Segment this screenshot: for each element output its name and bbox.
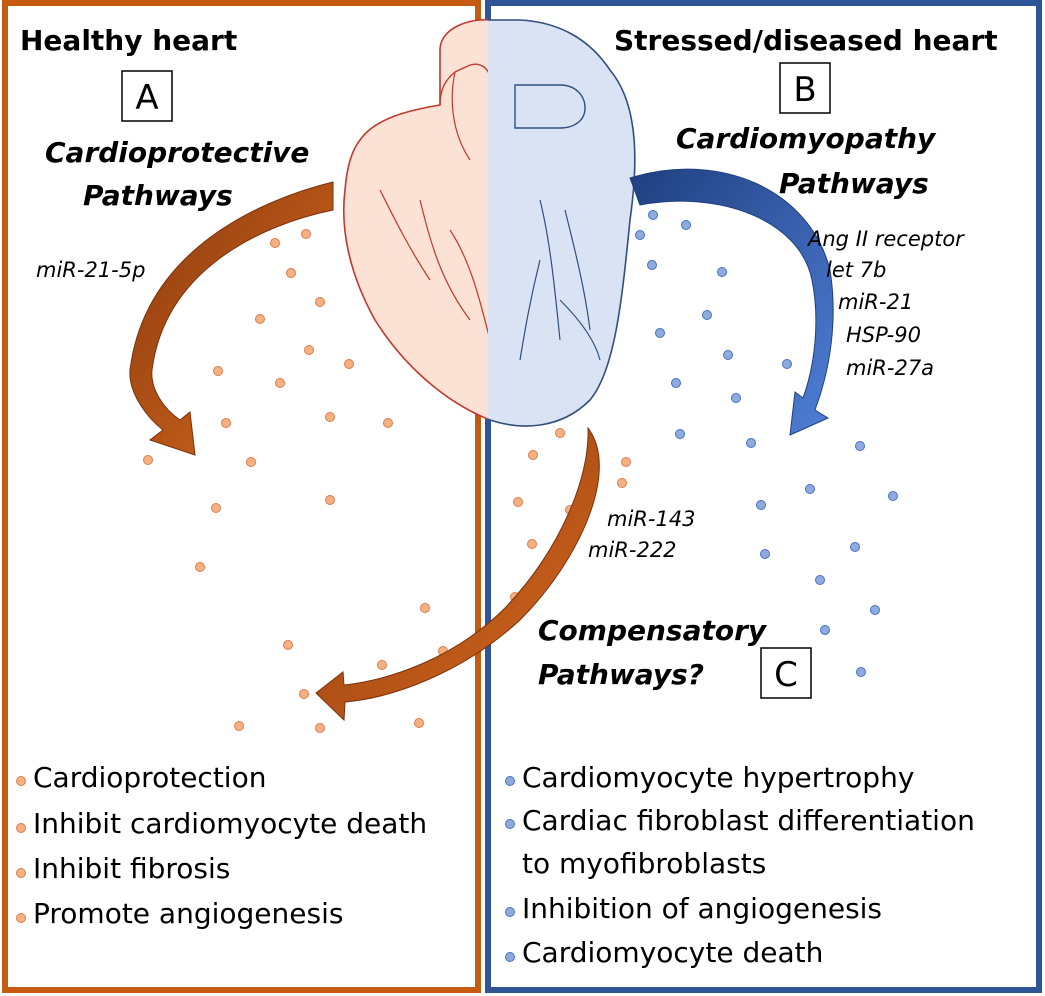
diseased-effects-list: Cardiomyocyte hypertrophy Cardiac fibrob… bbox=[505, 761, 975, 969]
label-c: C bbox=[774, 655, 798, 695]
cardioprotective-arrow bbox=[129, 181, 334, 456]
bullet-dot bbox=[505, 907, 515, 917]
mirna-label: Ang II receptor bbox=[806, 227, 965, 251]
cardioprotective-pathway-line1: Cardioprotective bbox=[45, 136, 309, 169]
bullet-dot bbox=[16, 776, 26, 786]
bullet-dot bbox=[16, 913, 26, 923]
list-item: Inhibit fibrosis bbox=[33, 852, 230, 885]
label-a: A bbox=[135, 78, 158, 118]
list-item: Inhibition of angiogenesis bbox=[522, 892, 882, 925]
compensatory-pathway-line2: Pathways? bbox=[538, 658, 704, 691]
label-box-b bbox=[779, 62, 831, 114]
list-item: Inhibit cardiomyocyte death bbox=[33, 807, 427, 840]
bullet-dot bbox=[16, 868, 26, 878]
mirna-label: miR-222 bbox=[588, 538, 677, 562]
healthy-effects-list: Cardioprotection Inhibit cardiomyocyte d… bbox=[16, 761, 427, 930]
mirna-label: miR-143 bbox=[607, 507, 696, 531]
list-item: Cardioprotection bbox=[33, 761, 266, 794]
mirna-label: miR-21 bbox=[838, 290, 913, 314]
label-box-a bbox=[121, 70, 173, 122]
bullet-dot bbox=[16, 823, 26, 833]
list-item: to myofibroblasts bbox=[522, 847, 766, 880]
healthy-heart-title: Healthy heart bbox=[20, 24, 237, 57]
label-box-c bbox=[760, 647, 812, 699]
list-item: Cardiac fibroblast differentiation bbox=[522, 804, 975, 837]
healthy-panel-border bbox=[2, 0, 481, 993]
mirna-label: miR-21-5p bbox=[36, 258, 145, 282]
mirna-label: HSP-90 bbox=[846, 323, 921, 347]
healthy-vesicles bbox=[143, 229, 631, 733]
bullet-dot bbox=[505, 776, 515, 786]
heart-illustration bbox=[342, 18, 636, 427]
compensatory-arrow bbox=[315, 426, 600, 722]
heart-diseased-half bbox=[488, 19, 636, 427]
mirna-label: let 7b bbox=[826, 258, 886, 282]
heart-healthy-half bbox=[342, 18, 488, 421]
label-b: B bbox=[793, 70, 816, 110]
mirna-label: miR-27a bbox=[846, 356, 934, 380]
bullet-dot bbox=[505, 819, 515, 829]
list-item: Cardiomyocyte death bbox=[522, 936, 823, 969]
diseased-heart-title: Stressed/diseased heart bbox=[614, 24, 998, 57]
cardiomyopathy-pathway-line1: Cardiomyopathy bbox=[676, 122, 937, 155]
bullet-dot bbox=[505, 952, 515, 962]
list-item: Cardiomyocyte hypertrophy bbox=[522, 761, 914, 794]
compensatory-pathway-line1: Compensatory bbox=[538, 614, 768, 647]
cardioprotective-pathway-line2: Pathways bbox=[83, 179, 233, 212]
cardiomyopathy-arrow bbox=[629, 168, 834, 436]
diseased-vesicles bbox=[635, 210, 898, 677]
diseased-panel-border bbox=[485, 0, 1042, 993]
cardiomyopathy-pathway-line2: Pathways bbox=[779, 167, 929, 200]
list-item: Promote angiogenesis bbox=[33, 897, 343, 930]
